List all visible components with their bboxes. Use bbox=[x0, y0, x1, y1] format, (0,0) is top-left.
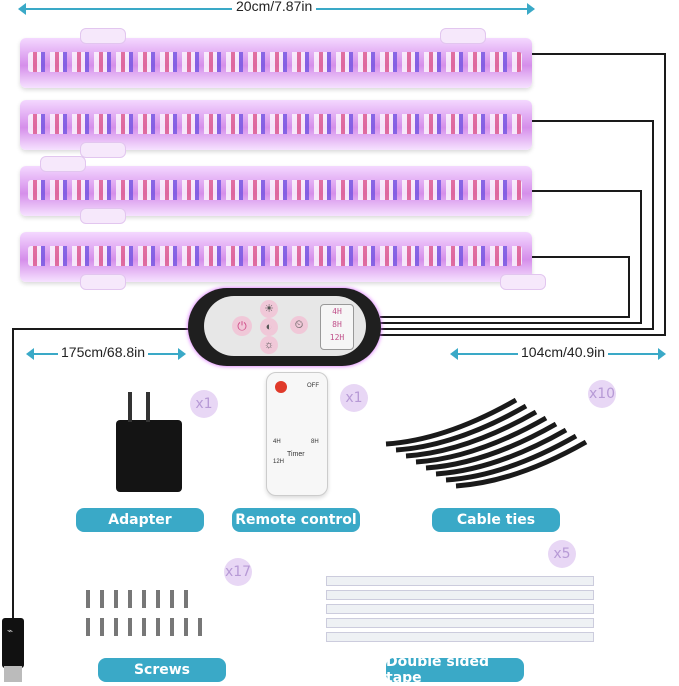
arrow-right-icon bbox=[178, 348, 186, 360]
led-strip bbox=[28, 180, 522, 200]
mode-icon: ◐ bbox=[260, 318, 278, 336]
grow-light-bar-1 bbox=[20, 28, 532, 88]
grow-light-bar-4 bbox=[20, 232, 546, 290]
cable-ties-image bbox=[376, 380, 606, 492]
arrow-right-icon bbox=[658, 348, 666, 360]
timer-icon: ⏲ bbox=[290, 316, 308, 334]
usb-icon: ⌁ bbox=[7, 626, 14, 637]
remote-control-image: OFF Timer 4H 8H 12H bbox=[266, 372, 328, 496]
cable-ties-label: Cable ties bbox=[432, 508, 560, 532]
mounting-clip bbox=[80, 28, 126, 44]
cable-tie-icon bbox=[385, 397, 588, 489]
arrow-left-icon bbox=[18, 3, 26, 15]
power-cable bbox=[12, 328, 14, 618]
led-strip bbox=[28, 246, 522, 266]
arrow-right-icon bbox=[527, 3, 535, 15]
mounting-clip bbox=[500, 274, 546, 290]
bar-cable bbox=[532, 190, 642, 192]
adapter-label: Adapter bbox=[76, 508, 204, 532]
remote-timer-button: 4H bbox=[273, 439, 281, 445]
brightness-down-icon: ☼ bbox=[260, 336, 278, 354]
brightness-up-icon: ☀ bbox=[260, 300, 278, 318]
power-icon: ⏻ bbox=[232, 316, 252, 336]
bar-cable bbox=[664, 53, 666, 335]
remote-power-button bbox=[275, 381, 287, 393]
tape-strip bbox=[326, 576, 594, 586]
mounting-clip bbox=[80, 274, 126, 290]
adapter-quantity-badge: x1 bbox=[190, 390, 218, 418]
adapter-prong bbox=[146, 392, 150, 422]
adapter-prong bbox=[128, 392, 132, 422]
remote-off-label: OFF bbox=[307, 383, 319, 389]
remote-quantity-badge: x1 bbox=[340, 384, 368, 412]
mounting-clip bbox=[80, 142, 126, 158]
bar-cable bbox=[652, 120, 654, 328]
double-sided-tape-label: Double sided tape bbox=[386, 654, 524, 686]
remote-control-label: Remote control bbox=[232, 508, 360, 532]
grow-light-bar-3 bbox=[20, 156, 532, 224]
mounting-clip bbox=[440, 28, 486, 44]
timer-option: 4H bbox=[332, 307, 342, 316]
arrow-left-icon bbox=[450, 348, 458, 360]
tape-strip bbox=[326, 632, 594, 642]
arrow-left-icon bbox=[26, 348, 34, 360]
adapter-image bbox=[116, 392, 182, 492]
bar-cable bbox=[532, 53, 666, 55]
bar-cable bbox=[628, 256, 630, 316]
tape-strip bbox=[326, 618, 594, 628]
mounting-clip bbox=[80, 208, 126, 224]
usb-plug-image: ⌁ bbox=[2, 618, 24, 682]
timer-option: 12H bbox=[329, 333, 345, 342]
led-strip bbox=[28, 52, 522, 72]
timer-option: 8H bbox=[332, 320, 342, 329]
cable-ties-quantity-badge: x10 bbox=[588, 380, 616, 408]
bar-length-label: 20cm/7.87in bbox=[232, 0, 317, 14]
screws-image bbox=[80, 586, 220, 644]
bar-cable bbox=[380, 322, 642, 324]
tape-strip bbox=[326, 604, 594, 614]
inline-controller: ⏻ ☀ ◐ ☼ ⏲ 4H 8H 12H bbox=[188, 288, 381, 366]
screws-quantity-badge: x17 bbox=[224, 558, 252, 586]
mounting-clip bbox=[40, 156, 86, 172]
power-cable-length-label: 175cm/68.8in bbox=[58, 344, 149, 360]
remote-timer-button: 8H bbox=[311, 439, 319, 445]
tape-quantity-badge: x5 bbox=[548, 540, 576, 568]
double-sided-tape-image bbox=[326, 576, 594, 642]
bar-cable bbox=[532, 256, 630, 258]
bar-cable bbox=[380, 316, 630, 318]
bar-cable bbox=[532, 120, 654, 122]
bar-cable bbox=[640, 190, 642, 322]
controller-face: ⏻ ☀ ◐ ☼ ⏲ 4H 8H 12H bbox=[204, 296, 366, 356]
grow-light-bar-2 bbox=[20, 100, 532, 158]
bar-cable-length-label: 104cm/40.9in bbox=[518, 344, 609, 360]
remote-timer-button: 12H bbox=[273, 459, 285, 465]
screw-icon bbox=[86, 590, 202, 636]
remote-timer-label: Timer bbox=[287, 451, 305, 458]
bar-cable bbox=[380, 334, 666, 336]
bar-cable bbox=[380, 328, 654, 330]
timer-indicator-panel: 4H 8H 12H bbox=[320, 304, 354, 350]
tape-strip bbox=[326, 590, 594, 600]
usb-connector bbox=[4, 666, 22, 682]
led-strip bbox=[28, 114, 522, 134]
screws-label: Screws bbox=[98, 658, 226, 682]
power-cable bbox=[12, 328, 190, 330]
